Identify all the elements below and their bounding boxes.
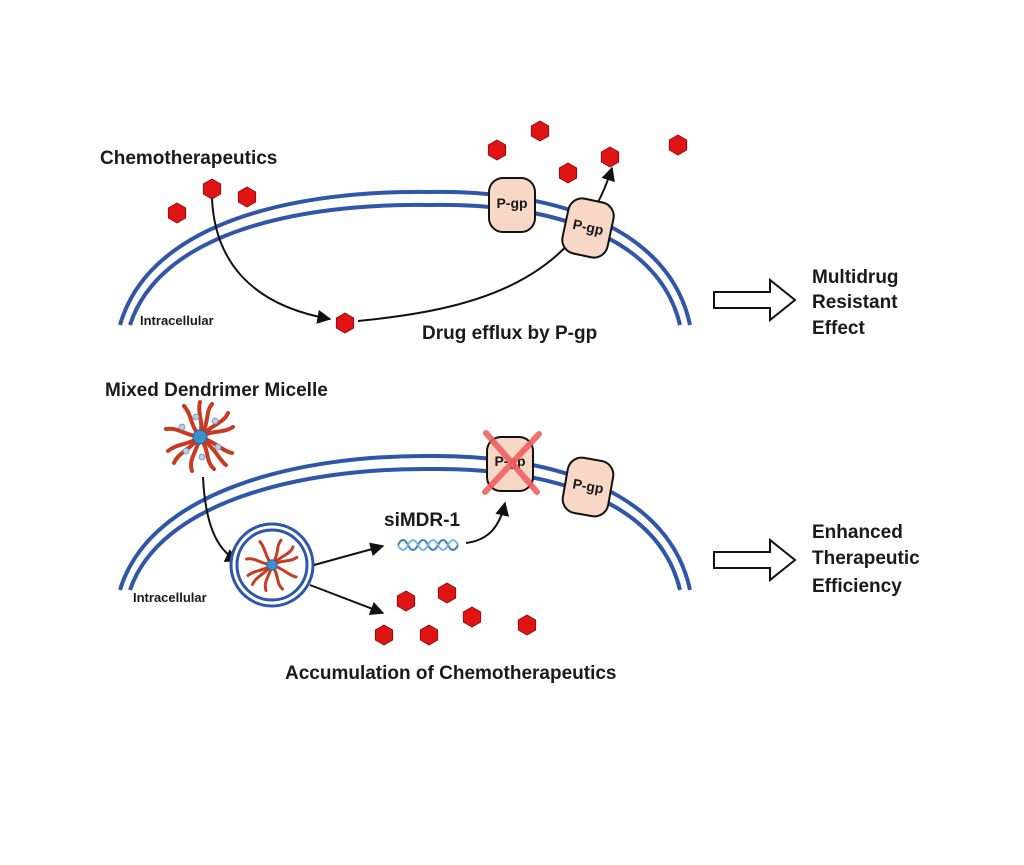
drug-hexagon-icon xyxy=(517,614,537,636)
bottom-intracellular-label: Intracellular xyxy=(133,590,207,605)
drug-hexagon-icon xyxy=(668,134,688,156)
drug-hexagon-icon xyxy=(335,312,355,334)
p-gp-pump-icon: P-gp xyxy=(561,197,615,259)
drug-uptake-arrow xyxy=(211,198,332,324)
hollow-arrow-icon xyxy=(713,277,797,323)
outcome-line: Efficiency xyxy=(812,576,902,597)
endosome-icon xyxy=(229,522,315,608)
outcome-line: Enhanced xyxy=(812,522,903,543)
drug-hexagon-icon xyxy=(437,582,457,604)
drug-hexagon-icon xyxy=(530,120,550,142)
sirna-helix-icon xyxy=(397,539,459,551)
accumulation-label: Accumulation of Chemotherapeutics xyxy=(285,663,617,684)
enhanced-therapeutic-efficiency-label: Enhanced Therapeutic Efficiency xyxy=(812,522,920,597)
drug-hexagon-icon xyxy=(600,146,620,168)
drug-hexagon-icon xyxy=(487,139,507,161)
outcome-line: Therapeutic xyxy=(812,548,920,569)
drug-hexagon-icon xyxy=(167,202,187,224)
block-cross-icon xyxy=(482,430,542,495)
outcome-line: Effect xyxy=(812,318,865,339)
outcome-line: Resistant xyxy=(812,292,898,313)
drug-hexagon-icon xyxy=(462,606,482,628)
micelle-label: Mixed Dendrimer Micelle xyxy=(105,380,328,401)
drug-hexagon-icon xyxy=(396,590,416,612)
hollow-arrow-icon xyxy=(713,537,797,583)
bottom-cell-membrane xyxy=(118,453,692,591)
micelle-icon xyxy=(164,400,235,473)
drug-hexagon-icon xyxy=(419,624,439,646)
multidrug-resistant-effect-label: Multidrug Resistant Effect xyxy=(812,267,899,339)
p-gp-pump-icon: P-gp xyxy=(488,177,536,233)
endocytosis-arrow xyxy=(202,476,240,562)
top-intracellular-label: Intracellular xyxy=(140,313,214,328)
simdr1-label: siMDR-1 xyxy=(384,510,460,531)
p-gp-label: P-gp xyxy=(496,195,527,211)
top-panel: Chemotherapeutics Intracellular Drug eff… xyxy=(100,120,899,344)
p-gp-label: P-gp xyxy=(571,216,605,238)
bottom-panel: Mixed Dendrimer Micelle Intracellular si… xyxy=(105,380,920,684)
drug-hexagon-icon xyxy=(202,178,222,200)
drug-hexagon-icon xyxy=(558,162,578,184)
outcome-line: Multidrug xyxy=(812,267,899,288)
sirna-release-arrow xyxy=(313,542,385,566)
p-gp-pump-icon: P-gp xyxy=(561,456,615,518)
gene-silencing-arrow xyxy=(465,501,510,544)
drug-hexagon-icon xyxy=(374,624,394,646)
drug-efflux-label: Drug efflux by P-gp xyxy=(422,323,597,344)
top-cell-membrane xyxy=(118,189,692,326)
drug-release-arrow xyxy=(309,584,385,616)
drug-hexagon-icon xyxy=(237,186,257,208)
p-gp-label: P-gp xyxy=(571,475,604,496)
chemotherapeutics-label: Chemotherapeutics xyxy=(100,148,277,169)
